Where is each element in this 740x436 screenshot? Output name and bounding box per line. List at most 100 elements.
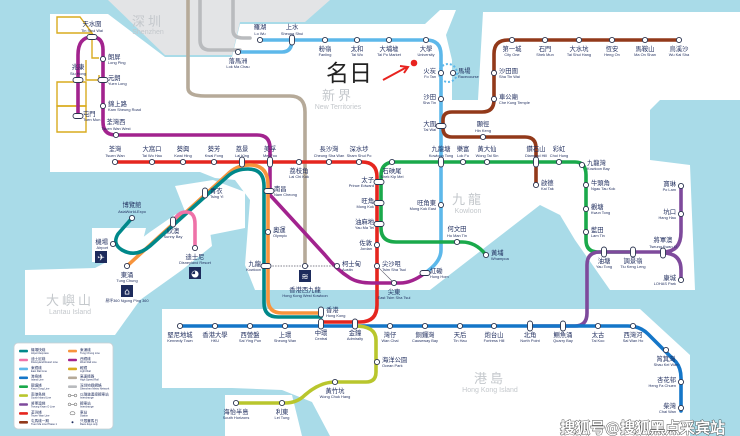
station-name-zh: 奧運 (273, 225, 286, 234)
legend-label-zh: 輕鐵 (80, 365, 88, 370)
station-name-zh: 北角 (524, 330, 537, 339)
station-name-en: Sunny Bay (164, 234, 183, 239)
legend-box (13, 342, 114, 430)
legend-label-en: Interchange (80, 396, 94, 400)
station-name-zh: 中環 (315, 328, 328, 337)
station-name-en: Racecourse (458, 74, 479, 79)
station-name-zh: 兆康 (72, 62, 85, 71)
station-name-en: Hin Keng (475, 128, 491, 133)
legend-swatch (68, 358, 77, 362)
station-name-en: Cheung Sha Wan (314, 153, 345, 158)
region-hk-island-zh: 港島 (474, 372, 506, 387)
station-name-en: Mong Kok (356, 204, 374, 209)
interchange-marker (260, 263, 272, 269)
station-marker (281, 322, 289, 330)
station-name-zh: 大學 (420, 44, 433, 53)
legend-label-en: East Rail Line (31, 369, 48, 373)
station-marker (99, 55, 107, 63)
station-name-en: South Horizons (223, 415, 250, 420)
station-name-zh: 黃大仙 (478, 144, 497, 153)
legend-label-zh: 以隧道連接轉車站 (80, 392, 109, 397)
station-name-zh: 香港西九龍 (289, 285, 321, 294)
station-marker (373, 262, 381, 270)
station-marker (629, 322, 637, 330)
station-name-zh: 利東 (276, 407, 289, 416)
station-name-zh: 海洋公園 (382, 355, 407, 364)
watermark: 搜狐号@搜狐黑点采宾站 (560, 419, 725, 436)
station-marker (578, 161, 586, 169)
legend-label-en: Tung Chung Line (80, 351, 100, 355)
legend-label-en: Shenzhen Metro Network (80, 387, 110, 391)
legend-label-en: West Rail Line (80, 360, 97, 364)
station-name-en: Tiu Keng Leng (620, 264, 645, 269)
station-name-zh: 筲箕灣 (657, 354, 676, 363)
station-name-en: Ngau Tau Kok (591, 186, 615, 191)
interchange-marker (352, 318, 358, 330)
station-name-zh: 寶琳 (663, 179, 676, 188)
station-name-zh: 樂富 (457, 144, 470, 153)
legend-label-zh: 南港島綫 (31, 392, 46, 397)
legend-label-zh: 東涌綫 (80, 347, 91, 352)
station-name-en: Sha Tin (423, 100, 436, 105)
station-name-en: Tuen Mun (83, 117, 100, 122)
station-marker (109, 240, 117, 248)
ngong-ping-label: 昂坪360 Ngong Ping 360 (105, 298, 149, 303)
region-shenzhen-en: Shenzhen (132, 29, 164, 36)
legend-label-zh: 東鐵綫 (31, 365, 42, 370)
station-name-zh: 啟德 (541, 178, 554, 187)
airport-plane-icon-glyph: ✈ (97, 254, 105, 264)
station-name-en: Shek Mun (536, 52, 554, 57)
station-name-en: Sha Tin Wai (499, 74, 520, 79)
station-marker (453, 238, 461, 246)
annotation: 名日 (326, 59, 418, 87)
station-name-en: Tsuen Wan West (101, 126, 131, 131)
region-hk-island-en: Hong Kong Island (462, 387, 518, 394)
interchange-marker (202, 187, 208, 199)
legend-label-zh: 荃灣綫 (31, 409, 42, 414)
annotation-arrow-icon (382, 65, 410, 81)
station-name-en: Lam Tin (591, 233, 605, 238)
station-name-zh: 藍田 (591, 225, 604, 234)
legend-swatch (19, 358, 28, 362)
station-name-en: Lok Ma Chau (226, 64, 249, 69)
interchange-marker (533, 156, 539, 168)
station-name-en: Sham Shui Po (347, 153, 372, 158)
station-marker (148, 158, 156, 166)
station-marker (594, 322, 602, 330)
legend-label-en: Island Line (31, 378, 44, 382)
airport-plane-icon: ✈ (95, 251, 107, 264)
station-name-zh: 天水圍 (83, 19, 102, 28)
station-marker (508, 36, 516, 44)
station-name-zh: 堅尼地城 (167, 330, 193, 339)
station-marker (179, 158, 187, 166)
station-name-en: Po Lam (663, 187, 676, 192)
station-marker (331, 378, 339, 386)
station-name-zh: 葵興 (177, 144, 190, 153)
station-marker (490, 95, 498, 103)
station-marker (422, 36, 430, 44)
station-name-zh: 車公廟 (499, 92, 518, 101)
station-name-en: Prince Edward (349, 183, 374, 188)
